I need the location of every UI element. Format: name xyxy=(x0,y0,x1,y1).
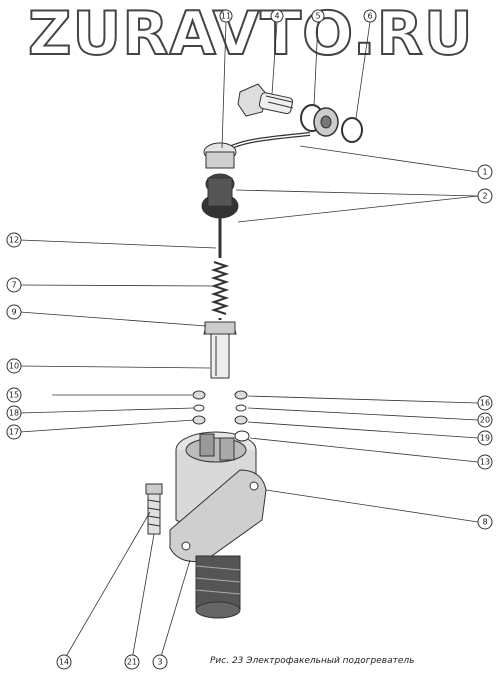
callout-15: 15 xyxy=(6,387,22,403)
leader-lines xyxy=(19,21,479,661)
callout-6: 6 xyxy=(363,9,377,23)
heater-parts xyxy=(145,83,363,619)
callout-4: 4 xyxy=(270,9,284,23)
svg-text:2: 2 xyxy=(482,192,487,201)
svg-text:3: 3 xyxy=(157,658,162,667)
svg-text:15: 15 xyxy=(9,391,19,400)
callout-18: 18 xyxy=(6,405,22,421)
figure-caption: Рис. 23 Электрофакельный подогреватель xyxy=(210,656,415,666)
callout-16: 16 xyxy=(477,395,493,411)
callout-8: 8 xyxy=(477,514,493,530)
callout-1: 1 xyxy=(477,164,493,180)
svg-text:1: 1 xyxy=(482,168,487,177)
svg-text:14: 14 xyxy=(59,658,69,667)
rubber-grommet xyxy=(201,173,239,219)
svg-text:12: 12 xyxy=(9,236,19,245)
svg-text:7: 7 xyxy=(11,281,16,290)
svg-text:13: 13 xyxy=(480,458,490,467)
callout-9: 9 xyxy=(6,304,22,320)
mounting-flange xyxy=(169,469,267,562)
callout-2: 2 xyxy=(477,188,493,204)
svg-text:4: 4 xyxy=(274,12,279,21)
svg-text:21: 21 xyxy=(127,658,137,667)
callout-13: 13 xyxy=(477,454,493,470)
svg-text:18: 18 xyxy=(9,409,19,418)
mounting-stud xyxy=(145,483,163,535)
callout-7: 7 xyxy=(6,277,22,293)
callout-19: 19 xyxy=(477,430,493,446)
svg-text:9: 9 xyxy=(11,308,16,317)
callout-21: 21 xyxy=(124,654,140,670)
callout-20: 20 xyxy=(477,412,493,428)
callout-11: 11 xyxy=(219,9,233,23)
callout-5: 5 xyxy=(311,9,325,23)
callout-17: 17 xyxy=(6,424,22,440)
callout-10: 10 xyxy=(6,358,22,374)
callout-14: 14 xyxy=(56,654,72,670)
small-nuts-washers xyxy=(192,390,248,425)
svg-text:8: 8 xyxy=(482,518,487,527)
callout-12: 12 xyxy=(6,232,22,248)
site-watermark: ZURAVTO.RU xyxy=(27,0,474,69)
svg-text:6: 6 xyxy=(367,12,372,21)
svg-text:11: 11 xyxy=(221,12,231,21)
heater-tube xyxy=(210,333,230,379)
svg-text:10: 10 xyxy=(9,362,19,371)
svg-text:16: 16 xyxy=(480,399,490,408)
outer-washer xyxy=(341,117,363,143)
banjo-fitting xyxy=(313,107,339,137)
callout-3: 3 xyxy=(152,654,168,670)
banjo-bolt xyxy=(237,83,294,117)
svg-text:17: 17 xyxy=(9,428,19,437)
svg-text:19: 19 xyxy=(480,434,490,443)
svg-text:20: 20 xyxy=(480,416,490,425)
threaded-shank xyxy=(195,555,241,619)
svg-text:5: 5 xyxy=(315,12,320,21)
coil-spring xyxy=(210,261,230,315)
